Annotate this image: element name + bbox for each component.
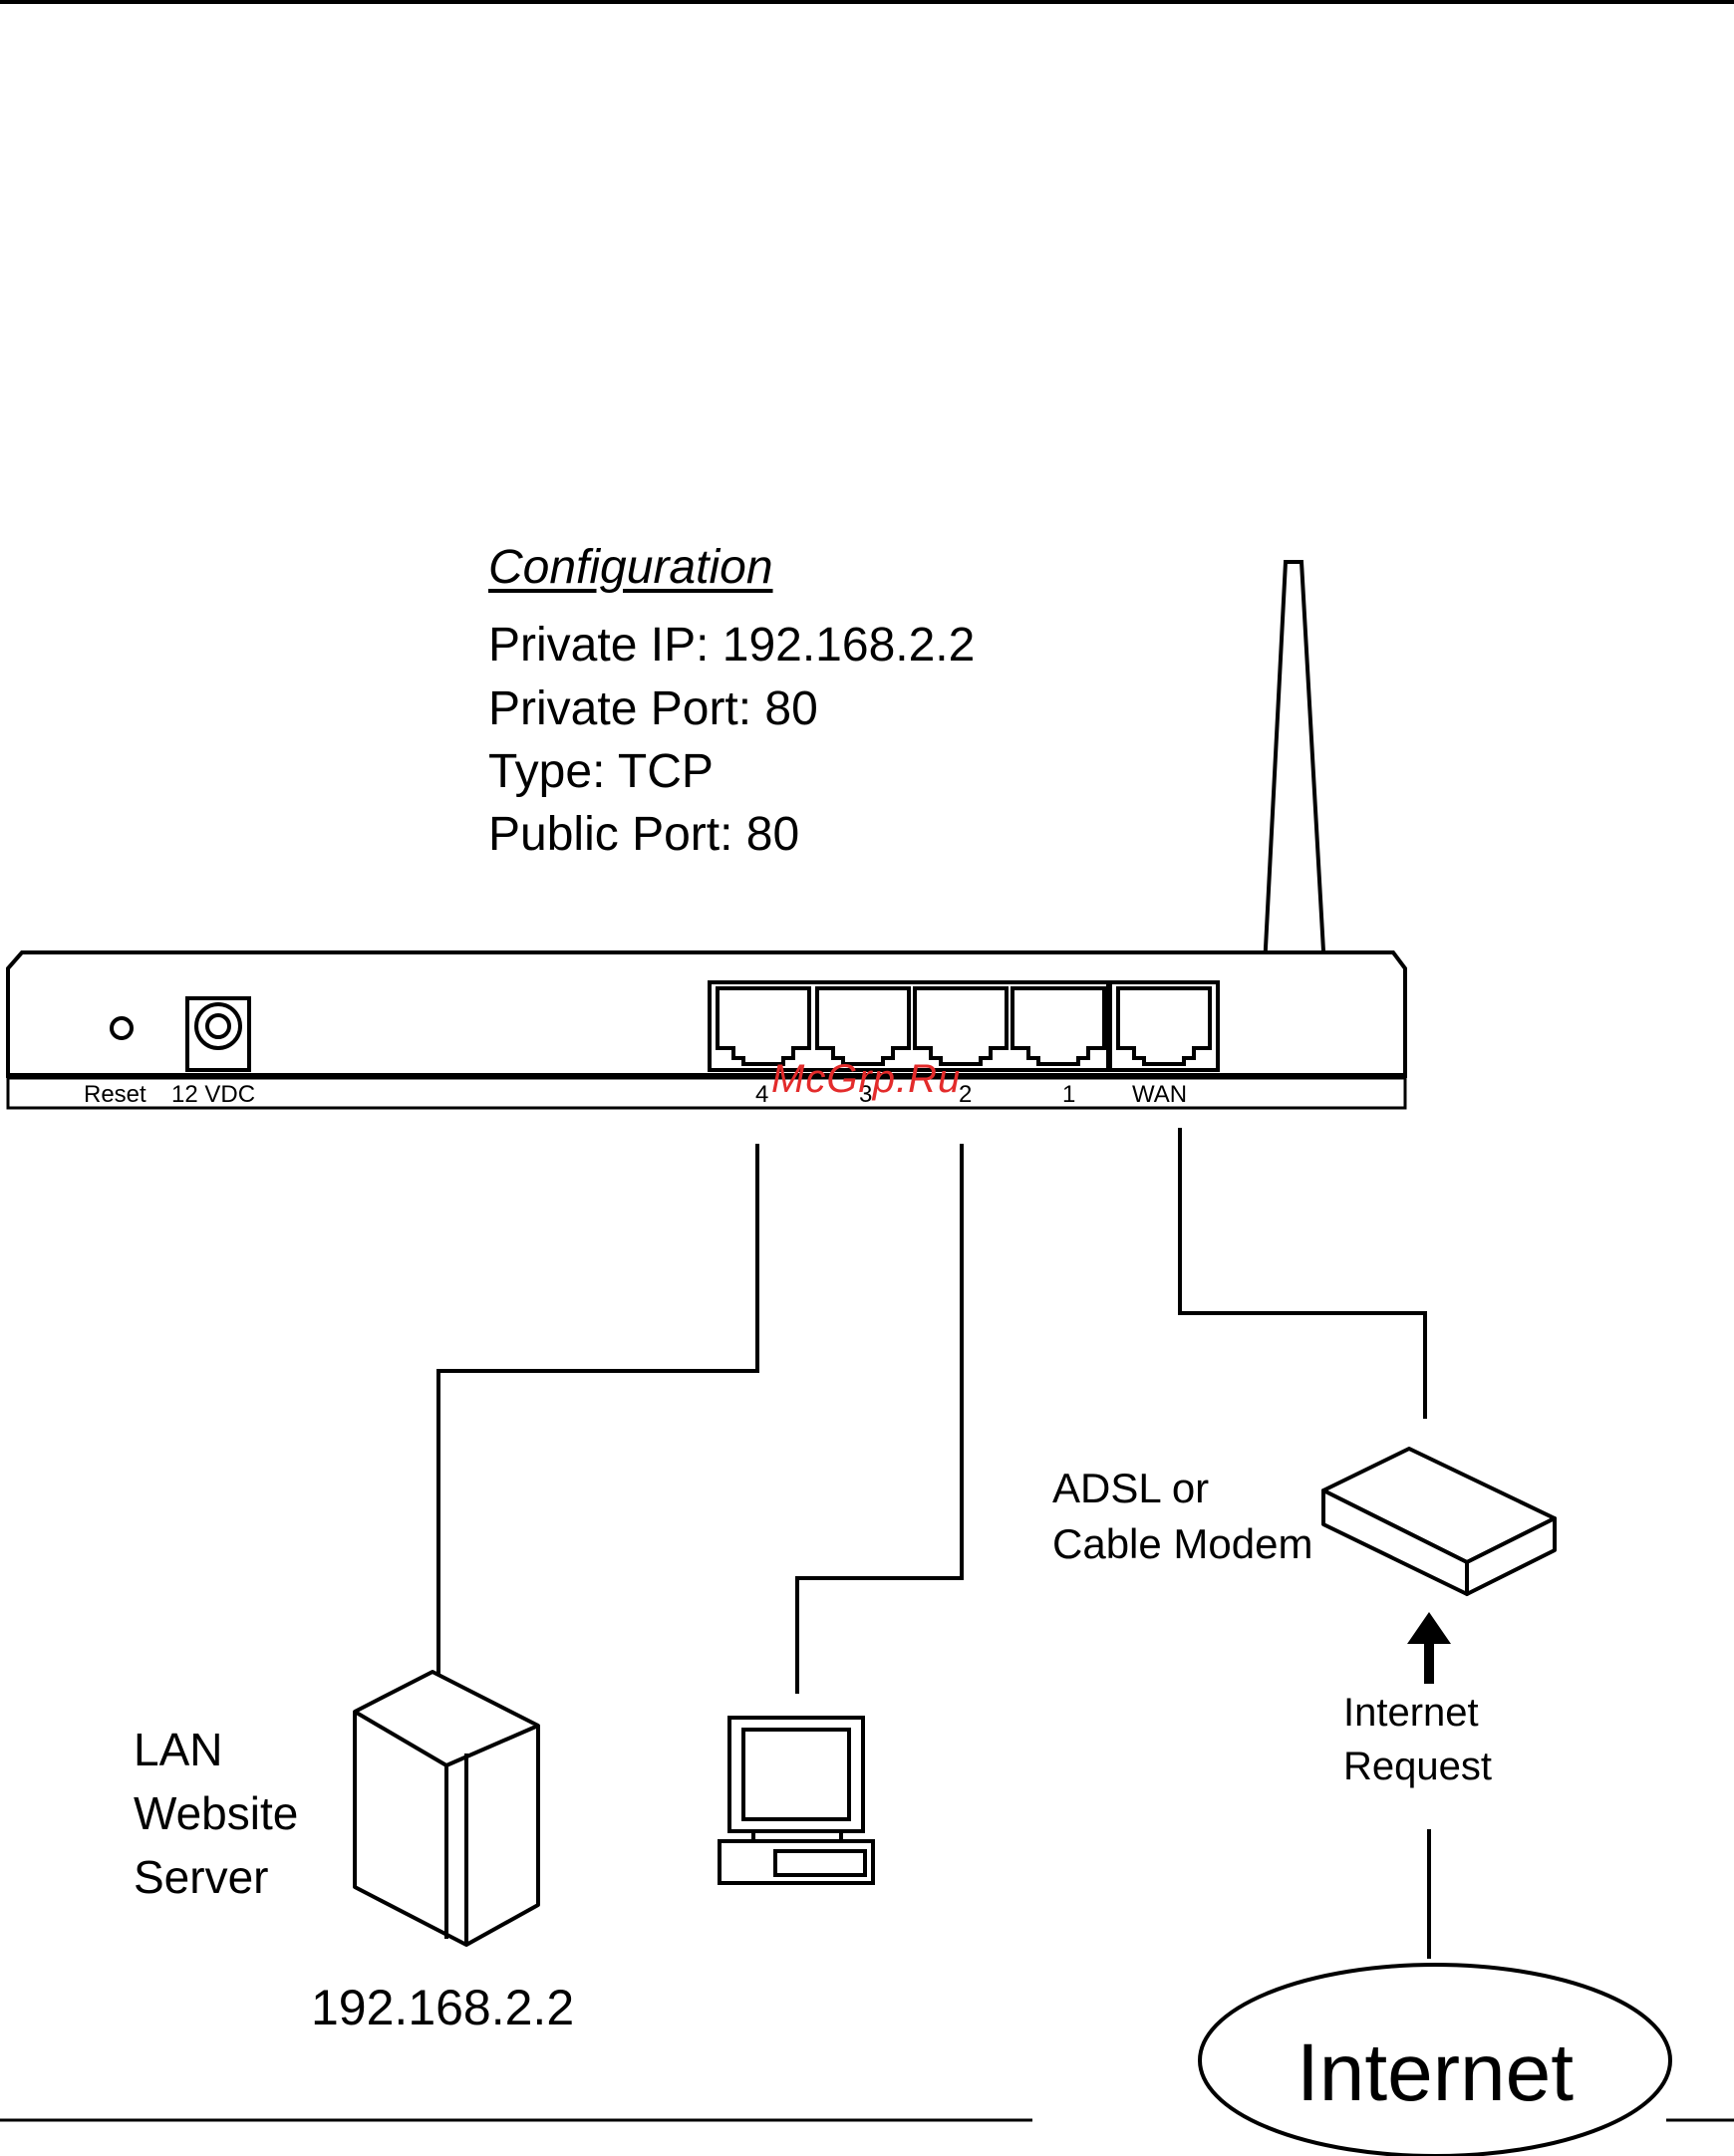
- config-private-ip: Private IP: 192.168.2.2: [488, 616, 975, 675]
- wan-label: WAN: [1132, 1081, 1187, 1108]
- server-label-line-2: Website: [134, 1781, 298, 1845]
- power-jack: [187, 998, 249, 1070]
- reset-button: [112, 1018, 132, 1038]
- port-4-label: 4: [755, 1081, 768, 1108]
- request-label-line-1: Internet: [1343, 1686, 1492, 1740]
- reset-label: Reset: [84, 1081, 146, 1108]
- computer-icon: [720, 1718, 873, 1883]
- cable-computer: [797, 1144, 962, 1694]
- server-label-line-3: Server: [134, 1845, 298, 1909]
- internet-request-label: Internet Request: [1343, 1686, 1492, 1793]
- modem-icon: [1323, 1449, 1555, 1594]
- modem-label-line-2: Cable Modem: [1052, 1516, 1312, 1572]
- cable-wan: [1180, 1128, 1425, 1419]
- power-label: 12 VDC: [171, 1081, 255, 1108]
- watermark: McGrp.Ru: [771, 1054, 961, 1104]
- configuration-title: Configuration: [488, 538, 773, 598]
- port-1-label: 1: [1062, 1081, 1075, 1108]
- modem-label: ADSL or Cable Modem: [1052, 1461, 1312, 1572]
- arrow-up-icon: [1407, 1612, 1451, 1684]
- request-label-line-2: Request: [1343, 1740, 1492, 1793]
- server-label-line-1: LAN: [134, 1718, 298, 1781]
- server-label: LAN Website Server: [134, 1718, 298, 1909]
- internet-label: Internet: [1196, 2032, 1674, 2114]
- server-ip: 192.168.2.2: [311, 1977, 574, 2039]
- config-private-port: Private Port: 80: [488, 679, 818, 739]
- rj45-ports: [718, 988, 1210, 1064]
- server-icon: [355, 1672, 538, 1945]
- modem-label-line-1: ADSL or: [1052, 1461, 1312, 1516]
- config-public-port: Public Port: 80: [488, 805, 799, 865]
- config-type: Type: TCP: [488, 742, 714, 802]
- cable-server: [438, 1144, 757, 1680]
